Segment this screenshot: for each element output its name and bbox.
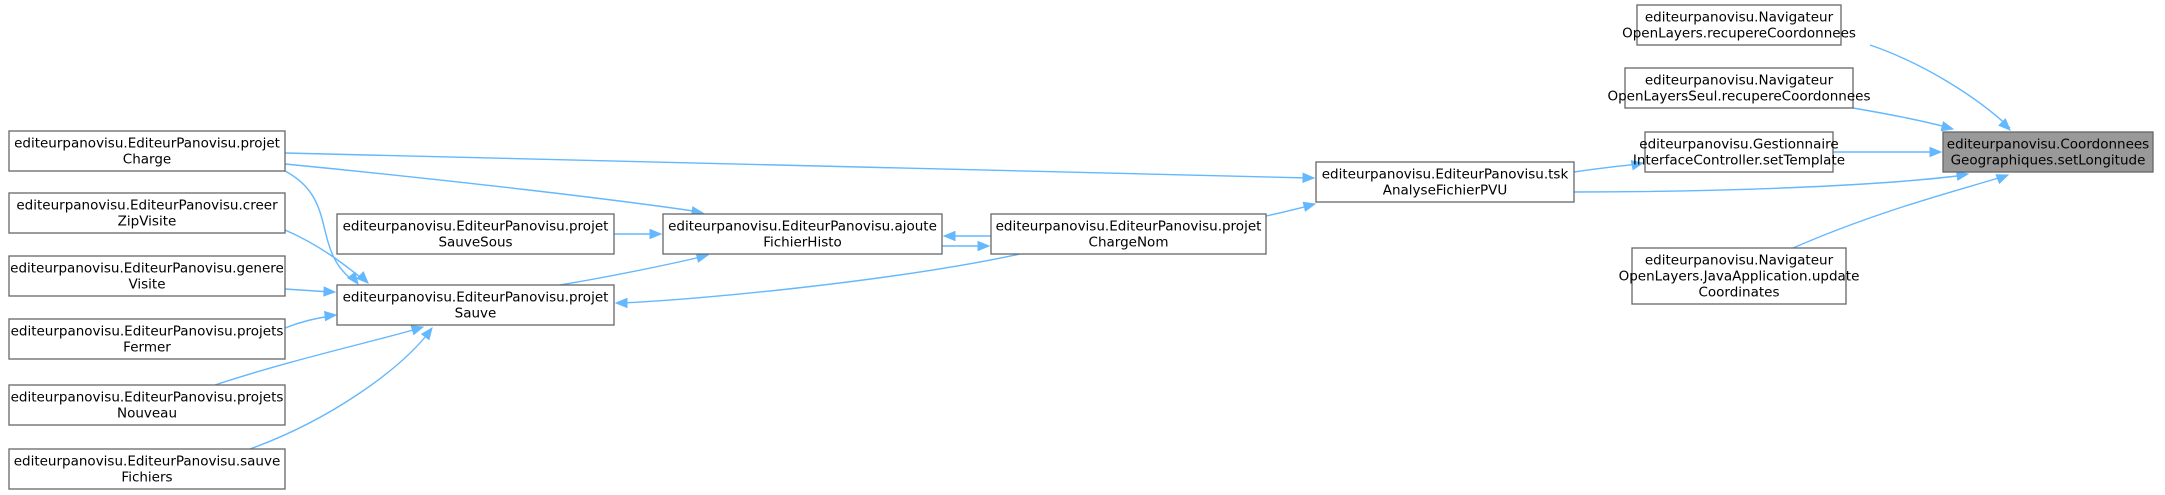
node-label-tsk-line0: editeurpanovisu.EditeurPanovisu.tsk	[1322, 167, 1569, 183]
node-label-target-line1: Geographiques.setLongitude	[1951, 153, 2146, 169]
node-sauveSous[interactable]: editeurpanovisu.EditeurPanovisu.projetSa…	[336, 213, 615, 255]
node-sauve[interactable]: editeurpanovisu.EditeurPanovisu.projetSa…	[336, 284, 615, 326]
node-tsk[interactable]: editeurpanovisu.EditeurPanovisu.tskAnaly…	[1315, 161, 1575, 203]
arrowhead-nouveau-to-sauve	[410, 325, 425, 336]
node-target[interactable]: editeurpanovisu.CoordonneesGeographiques…	[1942, 131, 2154, 173]
node-label-navOL-line0: editeurpanovisu.Navigateur	[1645, 10, 1834, 26]
edge-sauve-to-ajoute	[559, 255, 706, 286]
node-box-fermer[interactable]	[8, 318, 286, 360]
node-gest[interactable]: editeurpanovisu.GestionnaireInterfaceCon…	[1633, 131, 1845, 173]
node-label-navOLS-line1: OpenLayersSeul.recupereCoordonnees	[1607, 89, 1870, 105]
edge-charge-to-sauve	[284, 170, 356, 283]
node-box-navOL[interactable]	[1636, 4, 1842, 46]
node-label-navJava-line0: editeurpanovisu.Navigateur	[1645, 253, 1834, 269]
node-label-navOLS-line0: editeurpanovisu.Navigateur	[1645, 73, 1834, 89]
node-label-charge-line1: Charge	[123, 152, 171, 168]
edge-charge-to-ajoute	[284, 163, 701, 213]
node-label-tsk-line1: AnalyseFichierPVU	[1383, 183, 1508, 199]
node-box-chargeNom[interactable]	[990, 213, 1267, 255]
edge-navOL-to-target	[1869, 44, 2011, 129]
node-label-ajoute-line0: editeurpanovisu.EditeurPanovisu.ajoute	[668, 219, 937, 235]
node-box-sauveFich[interactable]	[8, 448, 286, 490]
edge-chargeNom-to-sauve	[619, 253, 1021, 304]
node-box-target[interactable]	[1942, 131, 2154, 173]
arrowhead-navJava-to-target	[1995, 174, 2010, 185]
node-label-sauveSous-line1: SauveSous	[438, 235, 512, 251]
arrowhead-creer-to-sauve	[356, 271, 369, 284]
node-label-creer-line0: editeurpanovisu.EditeurPanovisu.creer	[16, 198, 278, 214]
node-navOL[interactable]: editeurpanovisu.NavigateurOpenLayers.rec…	[1622, 4, 1856, 46]
node-chargeNom[interactable]: editeurpanovisu.EditeurPanovisu.projetCh…	[990, 213, 1267, 255]
node-box-tsk[interactable]	[1315, 161, 1575, 203]
node-label-navJava-line2: Coordinates	[1698, 285, 1779, 301]
node-label-genere-line1: Visite	[128, 277, 165, 293]
node-box-ajoute[interactable]	[662, 213, 943, 255]
nodes-layer: editeurpanovisu.CoordonneesGeographiques…	[8, 4, 2154, 490]
node-label-creer-line1: ZipVisite	[118, 214, 177, 230]
node-creer[interactable]: editeurpanovisu.EditeurPanovisu.creerZip…	[8, 192, 286, 234]
node-label-gest-line0: editeurpanovisu.Gestionnaire	[1639, 137, 1838, 153]
node-nouveau[interactable]: editeurpanovisu.EditeurPanovisu.projetsN…	[8, 384, 286, 426]
node-box-sauve[interactable]	[336, 284, 615, 326]
node-label-nouveau-line1: Nouveau	[117, 406, 177, 422]
node-label-ajoute-line1: FichierHisto	[763, 235, 842, 251]
node-label-fermer-line1: Fermer	[123, 340, 171, 356]
edge-navOLS-to-target	[1852, 107, 1951, 129]
node-label-sauve-line0: editeurpanovisu.EditeurPanovisu.projet	[343, 290, 609, 306]
node-label-navJava-line1: OpenLayers.JavaApplication.update	[1619, 269, 1860, 285]
node-box-charge[interactable]	[8, 130, 286, 172]
node-label-sauveSous-line0: editeurpanovisu.EditeurPanovisu.projet	[343, 219, 609, 235]
edge-sauveFich-to-sauve	[249, 330, 431, 450]
node-fermer[interactable]: editeurpanovisu.EditeurPanovisu.projetsF…	[8, 318, 286, 360]
node-label-sauveFich-line1: Fichiers	[121, 470, 172, 486]
arrowhead-chargeNom-to-sauve	[614, 297, 628, 309]
arrowhead-fermer-to-sauve	[324, 310, 338, 322]
node-charge[interactable]: editeurpanovisu.EditeurPanovisu.projetCh…	[8, 130, 286, 172]
node-label-navOL-line1: OpenLayers.recupereCoordonnees	[1622, 26, 1856, 42]
arrowhead-chargeNom-to-tsk	[1302, 201, 1317, 212]
node-label-fermer-line0: editeurpanovisu.EditeurPanovisu.projets	[11, 324, 284, 340]
arrowhead-sauveFich-to-sauve	[420, 326, 433, 341]
node-label-sauveFich-line0: editeurpanovisu.EditeurPanovisu.sauve	[14, 454, 281, 470]
arrowhead-charge-to-tsk	[1302, 172, 1316, 184]
node-box-gest[interactable]	[1644, 131, 1834, 173]
arrowhead-sauveSous-to-ajoute	[649, 228, 663, 240]
node-ajoute[interactable]: editeurpanovisu.EditeurPanovisu.ajouteFi…	[662, 213, 943, 255]
node-label-nouveau-line0: editeurpanovisu.EditeurPanovisu.projets	[11, 390, 284, 406]
node-label-chargeNom-line0: editeurpanovisu.EditeurPanovisu.projet	[996, 219, 1262, 235]
node-navJava[interactable]: editeurpanovisu.NavigateurOpenLayers.Jav…	[1619, 247, 1860, 305]
node-genere[interactable]: editeurpanovisu.EditeurPanovisu.genereVi…	[8, 255, 286, 297]
node-label-gest-line1: InterfaceController.setTemplate	[1633, 153, 1845, 169]
arrowhead-ajoute-to-chargeNom	[977, 240, 991, 252]
edge-tsk-to-target	[1573, 174, 1966, 193]
arrowhead-navOLS-to-target	[1940, 121, 1955, 132]
edge-charge-to-tsk	[284, 152, 1311, 179]
arrowhead-gest-to-target	[1929, 146, 1943, 158]
node-box-navOLS[interactable]	[1624, 67, 1854, 109]
node-sauveFich[interactable]: editeurpanovisu.EditeurPanovisu.sauveFic…	[8, 448, 286, 490]
edge-tsk-to-gest	[1573, 163, 1640, 173]
node-box-creer[interactable]	[8, 192, 286, 234]
arrowhead-tsk-to-gest	[1630, 160, 1645, 171]
node-navOLS[interactable]: editeurpanovisu.NavigateurOpenLayersSeul…	[1607, 67, 1871, 109]
edge-genere-to-sauve	[284, 288, 332, 293]
node-box-nouveau[interactable]	[8, 384, 286, 426]
arrowhead-chargeNom-to-ajoute	[942, 230, 956, 242]
arrowhead-navOL-to-target	[1998, 118, 2011, 131]
edge-navJava-to-target	[1792, 175, 2006, 249]
node-box-navJava[interactable]	[1631, 247, 1847, 305]
node-box-genere[interactable]	[8, 255, 286, 297]
node-label-sauve-line1: Sauve	[455, 306, 497, 322]
arrowhead-genere-to-sauve	[323, 286, 337, 297]
node-label-genere-line0: editeurpanovisu.EditeurPanovisu.genere	[10, 261, 284, 277]
node-label-charge-line0: editeurpanovisu.EditeurPanovisu.projet	[14, 136, 280, 152]
node-box-sauveSous[interactable]	[336, 213, 615, 255]
node-label-target-line0: editeurpanovisu.Coordonnees	[1947, 137, 2149, 153]
node-label-chargeNom-line1: ChargeNom	[1089, 235, 1169, 251]
edge-nouveau-to-sauve	[214, 327, 421, 386]
